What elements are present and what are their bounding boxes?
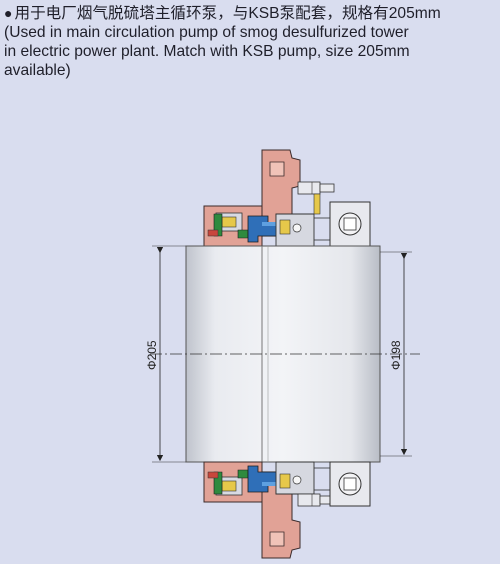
caption-line-3: in electric power plant. Match with KSB …: [4, 43, 410, 60]
bullet-icon: ●: [4, 5, 13, 21]
lower-seal-section: [203, 461, 371, 559]
product-caption: ●用于电厂烟气脱硫塔主循环泵，与KSB泵配套，规格有205mm (Used in…: [4, 4, 496, 80]
caption-line-4: available): [4, 62, 71, 79]
shaft: [150, 245, 420, 463]
dimension-label-205: Φ205: [145, 340, 159, 370]
dimension-label-198: Φ198: [389, 340, 403, 370]
caption-line-1: ●用于电厂烟气脱硫塔主循环泵，与KSB泵配套，规格有205mm: [4, 5, 441, 22]
upper-seal-section: [203, 149, 371, 247]
dimension-left: Φ205: [145, 245, 186, 463]
caption-line-2: (Used in main circulation pump of smog d…: [4, 24, 409, 41]
dimension-right: Φ198: [380, 251, 412, 457]
